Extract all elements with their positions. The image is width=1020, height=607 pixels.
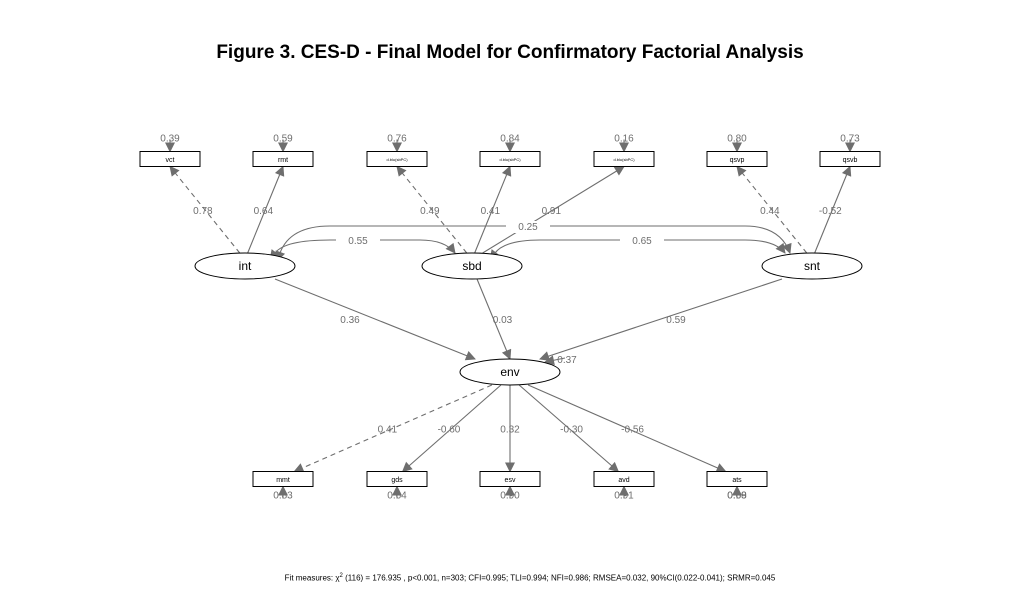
residual-label-env: 0.37: [557, 355, 577, 366]
residual-label-esv: 0.90: [500, 491, 520, 502]
residual-label-qsvp: 0.80: [727, 134, 747, 145]
residual-label-ats: 0.68: [727, 491, 747, 502]
latent-label-sbd: sbd: [462, 259, 481, 273]
covariance-path-int-snt: [275, 225, 792, 262]
indicator-box-esv: [479, 471, 541, 487]
indicator-box-mmt: [252, 471, 314, 487]
fit-measures: Fit measures: χ2 (116) = 176.935 , p<0.0…: [0, 573, 1020, 583]
residual-label-mmt: 0.83: [273, 491, 293, 502]
covariance-label-sbd-snt: 0.65: [632, 236, 652, 247]
indicator-box-qsvp: [706, 151, 768, 167]
residual-label-gds: 0.64: [387, 491, 407, 502]
residual-label-overlap-ats: 0.69: [727, 491, 747, 502]
loading-label-rmt: 0.64: [254, 206, 274, 217]
loading-path-rmt: [247, 165, 285, 254]
structural-path-int-env: [274, 278, 476, 361]
indicator-box-rmt: [252, 151, 314, 167]
chi-square-superscript: 2: [339, 573, 343, 579]
loading-path-vct: [169, 165, 241, 254]
indicator-label-mmt: mmt: [276, 477, 290, 484]
structural-path-sbd-env: [476, 278, 512, 360]
loading-path-dsb3: [482, 165, 625, 254]
indicator-box-dsb3: [593, 151, 655, 167]
indicator-label-dsb1: d.blu(sbPC): [386, 157, 408, 162]
residual-label-vct: 0.39: [160, 134, 180, 145]
figure-title: Figure 3. CES-D - Final Model for Confir…: [216, 42, 804, 63]
loading-label-qsvp: 0.44: [760, 206, 780, 217]
indicator-label-qsvp: qsvp: [730, 157, 745, 164]
indicator-label-gds: gds: [391, 477, 403, 484]
latent-label-snt: snt: [804, 259, 821, 273]
loading-label-dsb2: 0.41: [481, 206, 501, 217]
residual-label-dsb2: 0.84: [500, 134, 520, 145]
fit-measures-values: (116) = 176.935 , p<0.001, n=303; CFI=0.…: [342, 573, 776, 583]
covariance-label-bg-int-snt: [506, 221, 550, 233]
loading-path-qsvb: [814, 165, 852, 254]
indicator-label-dsb2: d.blu(sbPC): [499, 157, 521, 162]
indicator-box-vct: [139, 151, 201, 167]
structural-label-int-env: 0.36: [340, 315, 360, 326]
latent-label-env: env: [500, 365, 519, 379]
indicator-label-ats: ats: [732, 477, 742, 484]
indicator-box-avd: [593, 471, 655, 487]
loading-label-esv: 0.32: [500, 424, 520, 435]
loading-path-dsb1: [396, 165, 468, 254]
loading-label-dsb1: 0.49: [420, 206, 440, 217]
indicator-box-ats: [706, 471, 768, 487]
indicator-label-esv: esv: [505, 477, 516, 484]
loading-path-avd: [518, 384, 620, 473]
latent-ellipse-sbd: [421, 252, 523, 280]
residual-label-avd: 0.91: [614, 491, 634, 502]
residual-label-dsb3: 0.16: [614, 134, 634, 145]
indicator-label-avd: avd: [618, 477, 629, 484]
indicator-box-dsb2: [479, 151, 541, 167]
loading-label-gds: -0.60: [438, 424, 461, 435]
structural-label-sbd-env: 0.03: [493, 315, 513, 326]
loading-label-vct: 0.78: [193, 206, 213, 217]
loading-path-gds: [401, 384, 502, 473]
indicator-label-vct: vct: [166, 157, 175, 164]
structural-label-snt-env: 0.59: [666, 315, 686, 326]
loading-path-qsvp: [736, 165, 808, 254]
covariance-label-int-sbd: 0.55: [348, 236, 368, 247]
covariance-label-int-snt: 0.25: [518, 222, 538, 233]
loading-label-qsvb: -0.52: [819, 206, 842, 217]
covariance-label-bg-sbd-snt: [620, 235, 664, 247]
indicator-label-qsvb: qsvb: [843, 157, 858, 164]
loading-label-ats: -0.56: [621, 424, 644, 435]
loading-path-ats: [527, 384, 727, 473]
indicator-label-rmt: rmt: [278, 157, 288, 164]
indicator-box-dsb1: [366, 151, 428, 167]
indicator-label-dsb3: d.blu(sbPC): [613, 157, 635, 162]
fit-measures-prefix: Fit measures: χ: [284, 573, 340, 583]
loading-path-dsb2: [474, 165, 512, 254]
latent-ellipse-int: [194, 252, 296, 280]
structural-path-snt-env: [539, 278, 783, 361]
residual-label-qsvb: 0.73: [840, 134, 860, 145]
loading-label-dsb3: 0.91: [542, 206, 562, 217]
indicator-box-qsvb: [819, 151, 881, 167]
loading-label-avd: -0.30: [560, 424, 583, 435]
covariance-label-bg-int-sbd: [336, 235, 380, 247]
residual-label-dsb1: 0.76: [387, 134, 407, 145]
latent-label-int: int: [239, 259, 252, 273]
latent-ellipse-env: [459, 358, 561, 386]
indicator-box-gds: [366, 471, 428, 487]
loading-label-mmt: 0.41: [378, 424, 398, 435]
residual-label-rmt: 0.59: [273, 134, 293, 145]
latent-ellipse-snt: [761, 252, 863, 280]
residual-arrow-env: [544, 355, 566, 366]
